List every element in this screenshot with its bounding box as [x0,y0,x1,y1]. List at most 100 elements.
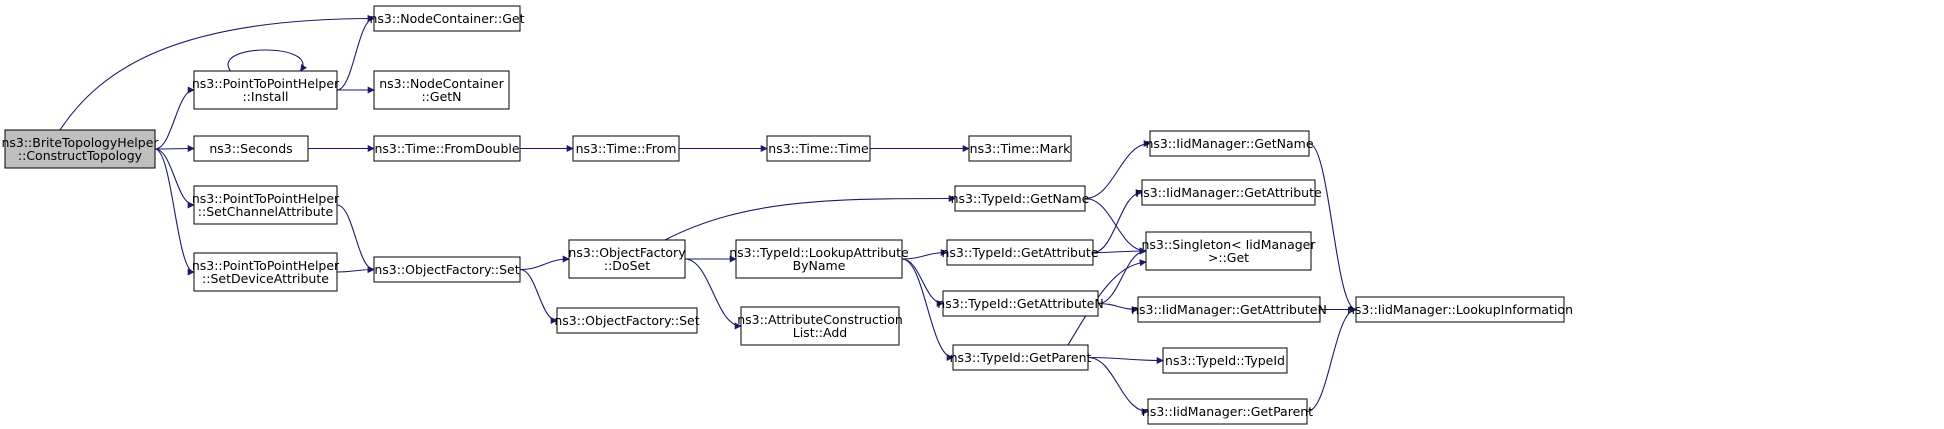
node-label-timefrom-0: ns3::Time::From [576,141,677,156]
node-tidgetattrn[interactable]: ns3::TypeId::GetAttributeN [937,290,1104,317]
node-label-ncgetn-0: ns3::NodeContainer [379,76,504,91]
node-box-timefrom [572,135,680,162]
node-box-bth [4,129,156,169]
node-tidtypeid[interactable]: ns3::TypeId::TypeId [1162,347,1288,374]
node-label-lookupattr-0: ns3::TypeId::LookupAttribute [729,245,909,260]
node-timemark[interactable]: ns3::Time::Mark [968,135,1072,162]
node-box-setchan [193,185,338,225]
edge-bth-to-setchan [154,148,195,209]
node-box-singleton [1145,231,1312,271]
edge-bth-to-seconds [154,145,195,153]
node-p2pinst[interactable]: ns3::PointToPointHelper::Install [192,70,340,110]
node-box-ncgetn [373,70,510,110]
node-ncgetn[interactable]: ns3::NodeContainer::GetN [373,70,510,110]
node-label-timemark-0: ns3::Time::Mark [970,141,1071,156]
node-box-ncget [373,5,521,32]
node-box-seconds [193,135,309,162]
node-imgetattr[interactable]: ns3::IidManager::GetAttribute [1135,179,1322,206]
edge-bth-to-setdev [154,148,195,276]
node-imgetparent[interactable]: ns3::IidManager::GetParent [1142,398,1313,425]
edges-layer [59,15,1357,415]
node-label-tidgetattrn-0: ns3::TypeId::GetAttributeN [937,296,1103,311]
node-timetime[interactable]: ns3::Time::Time [766,135,871,162]
node-label-imgetattrn-0: ns3::IidManager::GetAttributeN [1131,302,1327,317]
edge-ofset-to-ofdoset [519,255,570,271]
node-box-tidgetname [954,185,1086,212]
node-box-imlookup [1355,296,1565,323]
node-label-p2pinst-0: ns3::PointToPointHelper [192,76,340,91]
node-timefrom[interactable]: ns3::Time::From [572,135,680,162]
node-label-imlookup-0: ns3::IidManager::LookupInformation [1347,302,1573,317]
node-label-ofdoset-1: ::DoSet [604,258,650,273]
node-box-ofdoset [568,239,686,279]
node-label-ofset2-0: ns3::ObjectFactory::Set [554,313,699,328]
node-tidgetattr[interactable]: ns3::TypeId::GetAttribute [941,239,1099,266]
node-label-ofset-0: ns3::ObjectFactory::Set [374,262,519,277]
node-label-tidtypeid-0: ns3::TypeId::TypeId [1165,353,1285,368]
node-box-p2pinst [193,70,338,110]
edge-bth-to-p2pinst [154,86,195,150]
edge-lookupattr-to-tidgetparent [901,258,954,361]
edge-tidgetattr-to-imgetattr [1092,189,1143,254]
node-label-fromdouble-0: ns3::Time::FromDouble [374,141,519,156]
node-fromdouble[interactable]: ns3::Time::FromDouble [373,135,521,162]
node-label-bth-1: ::ConstructTopology [18,148,143,163]
edge-tidgetparent-to-singleton [1067,259,1147,346]
edge-lookupattr-to-tidgetattr [901,249,948,260]
edge-tidgetname-to-imgetname [1084,140,1151,200]
node-ofset[interactable]: ns3::ObjectFactory::Set [373,256,521,283]
nodes-layer: ns3::BriteTopologyHelper::ConstructTopol… [1,5,1573,425]
node-label-acladd-0: ns3::AttributeConstruction [737,312,903,327]
node-box-lookupattr [735,239,903,279]
node-box-timemark [968,135,1072,162]
edge-tidgetattrn-to-imgetattrn [1097,302,1139,313]
node-box-imgetname [1149,130,1310,157]
edge-setdev-to-ofset [336,266,375,274]
node-tidgetname[interactable]: ns3::TypeId::GetName [951,185,1090,212]
node-label-setdev-1: ::SetDeviceAttribute [202,271,329,286]
node-tidgetparent[interactable]: ns3::TypeId::GetParent [950,344,1092,371]
node-box-fromdouble [373,135,521,162]
edge-ofdoset-to-acladd [684,258,742,330]
node-label-tidgetattr-0: ns3::TypeId::GetAttribute [941,245,1098,260]
node-label-imgetname-0: ns3::IidManager::GetName [1145,136,1313,151]
node-imgetname[interactable]: ns3::IidManager::GetName [1145,130,1314,157]
edge-setchan-to-ofset [336,204,375,273]
node-label-ncgetn-1: ::GetN [421,89,461,104]
edge-ofset-to-ofset2 [519,268,558,324]
node-setchan[interactable]: ns3::PointToPointHelper::SetChannelAttri… [192,185,340,225]
node-label-p2pinst-1: ::Install [242,89,288,104]
edge-p2pinst-to-p2pinst [227,49,308,72]
node-label-tidgetparent-0: ns3::TypeId::GetParent [950,350,1092,365]
node-singleton[interactable]: ns3::Singleton< IidManager >::Get [1141,231,1316,271]
node-box-timetime [766,135,871,162]
node-label-bth-0: ns3::BriteTopologyHelper [1,135,159,150]
node-box-ofset2 [556,307,698,334]
node-box-imgetattr [1141,179,1316,206]
node-imgetattrn[interactable]: ns3::IidManager::GetAttributeN [1131,296,1327,323]
node-box-tidgetparent [952,344,1089,371]
node-ofdoset[interactable]: ns3::ObjectFactory::DoSet [568,239,686,279]
node-box-imgetparent [1147,398,1308,425]
edge-imgetparent-to-imlookup [1306,306,1357,413]
node-ofset2[interactable]: ns3::ObjectFactory::Set [554,307,700,334]
edge-ofdoset-to-tidgetname [664,195,956,241]
node-label-setchan-1: ::SetChannelAttribute [198,204,334,219]
edge-tidgetattr-to-singleton [1092,247,1147,255]
node-label-ofdoset-0: ns3::ObjectFactory [568,245,686,260]
node-box-tidgetattr [946,239,1094,266]
node-seconds[interactable]: ns3::Seconds [193,135,309,162]
node-ncget[interactable]: ns3::NodeContainer::Get [370,5,525,32]
node-label-acladd-1: List::Add [793,325,847,340]
node-label-seconds-0: ns3::Seconds [209,141,292,156]
node-label-singleton-0: ns3::Singleton< IidManager [1141,237,1316,252]
edge-tidgetname-to-singleton [1084,197,1147,255]
node-bth[interactable]: ns3::BriteTopologyHelper::ConstructTopol… [1,129,159,169]
node-setdev[interactable]: ns3::PointToPointHelper::SetDeviceAttrib… [192,252,340,292]
node-label-timetime-0: ns3::Time::Time [768,141,869,156]
node-imlookup[interactable]: ns3::IidManager::LookupInformation [1347,296,1573,323]
node-box-setdev [193,252,338,292]
node-label-imgetattr-0: ns3::IidManager::GetAttribute [1135,185,1322,200]
